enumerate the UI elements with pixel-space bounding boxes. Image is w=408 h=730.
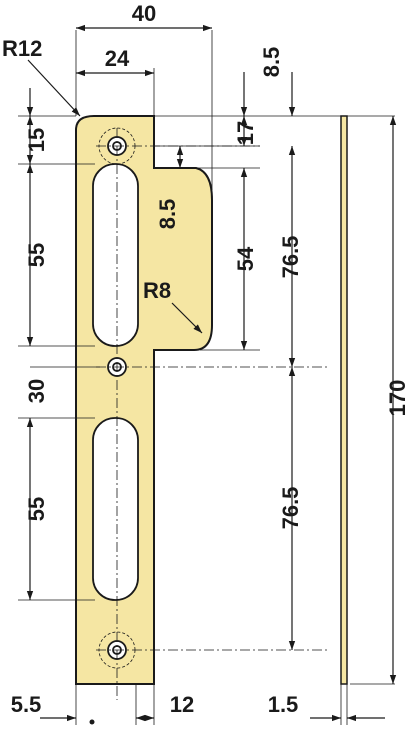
dim-slot-upper-length: 55 [24, 243, 49, 267]
dim-hole-top: 15 [24, 128, 49, 152]
dim-radius-corner: R12 [2, 36, 42, 61]
dim-hole-spacing-mid: 30 [24, 379, 49, 403]
strike-plate-side-view [340, 115, 348, 685]
dim-slot-lower-length: 55 [24, 497, 49, 521]
dim-top-offset: 8.5 [259, 47, 284, 78]
dim-spacing-upper: 76.5 [278, 236, 303, 279]
dim-width-total: 40 [132, 1, 156, 26]
dim-edge-offset: 5.5 [11, 692, 42, 717]
dim-spacing-lower: 76.5 [278, 487, 303, 530]
dim-radius-recess: R8 [143, 278, 171, 303]
dimension-lines [26, 24, 397, 722]
upper-slot [92, 163, 139, 347]
dim-recess-top: 17 [233, 121, 258, 145]
edge-reference-dot [89, 719, 95, 725]
dim-thickness: 1.5 [268, 692, 299, 717]
dim-total-height: 170 [385, 380, 408, 417]
lower-slot [92, 417, 139, 601]
dim-width-upper: 24 [105, 46, 130, 71]
dim-bottom-width: 12 [170, 692, 194, 717]
extension-lines [18, 30, 395, 725]
dim-recess-inner: 8.5 [155, 199, 180, 230]
dim-recess-height: 54 [233, 246, 258, 271]
